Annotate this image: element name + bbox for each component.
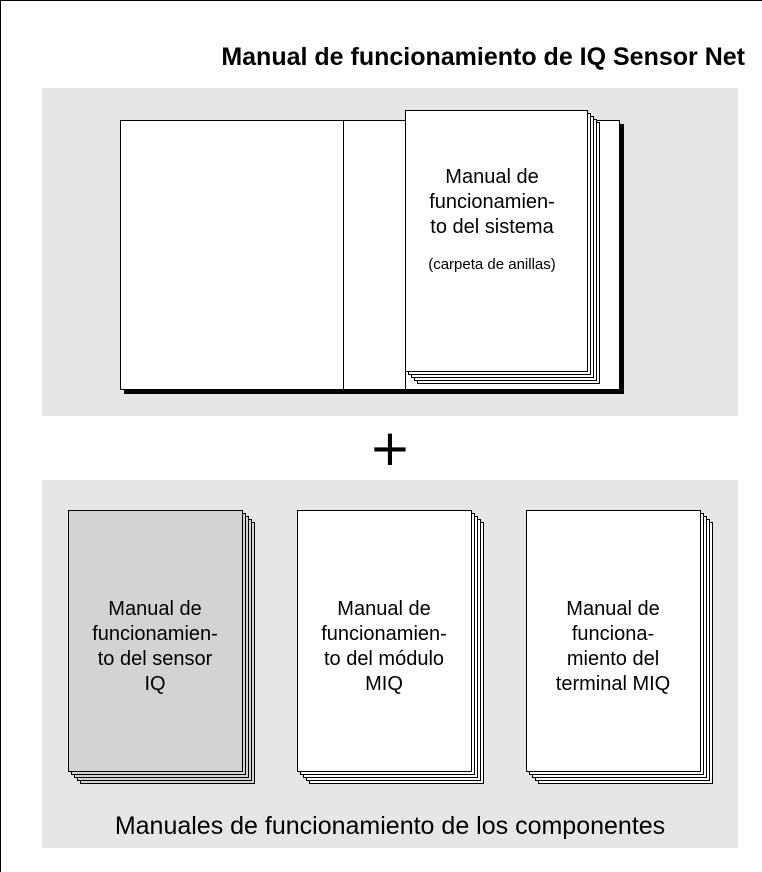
module-manual-line-1: Manual de [337, 598, 431, 620]
sensor-manual-line-1: Manual de [108, 598, 202, 620]
system-manual-page-1 [405, 110, 588, 372]
module-manual-line-4: MIQ [365, 673, 403, 695]
component-manual-label-module: Manual de funcionamien- to del módulo MI… [297, 597, 471, 697]
binder-spine-left [343, 120, 344, 390]
sensor-manual-line-3: to del sensor [97, 648, 213, 670]
component-manual-label-terminal: Manual de funciona- miento del terminal … [526, 597, 700, 697]
sensor-manual-line-4: IQ [144, 673, 166, 695]
module-manual-line-3: to del módulo [323, 648, 445, 670]
component-manual-label-sensor: Manual de funcionamien- to del sensor IQ [68, 597, 242, 697]
terminal-manual-line-4: terminal MIQ [555, 673, 671, 695]
system-manual-line-1: Manual de [445, 166, 539, 188]
component-manuals-caption: Manuales de funcionamiento de los compon… [114, 812, 666, 840]
plus-symbol: + [369, 419, 411, 477]
system-manual-label: Manual de funcionamien- to del sistema (… [412, 165, 572, 277]
terminal-manual-page-1 [526, 510, 701, 772]
terminal-manual-line-1: Manual de [566, 598, 660, 620]
sensor-manual-line-2: funcionamien- [92, 623, 218, 645]
diagram-title: Manual de funcionamiento de IQ Sensor Ne… [221, 43, 745, 71]
module-manual-line-2: funcionamien- [321, 623, 447, 645]
system-manual-line-3: to del sistema [430, 216, 554, 238]
module-manual-page-1 [297, 510, 472, 772]
terminal-manual-line-2: funciona- [571, 623, 655, 645]
terminal-manual-line-3: miento del [566, 648, 660, 670]
system-manual-note: (carpeta de anillas) [428, 256, 556, 273]
system-manual-line-2: funcionamien- [429, 191, 555, 213]
sensor-manual-page-1 [68, 510, 243, 772]
